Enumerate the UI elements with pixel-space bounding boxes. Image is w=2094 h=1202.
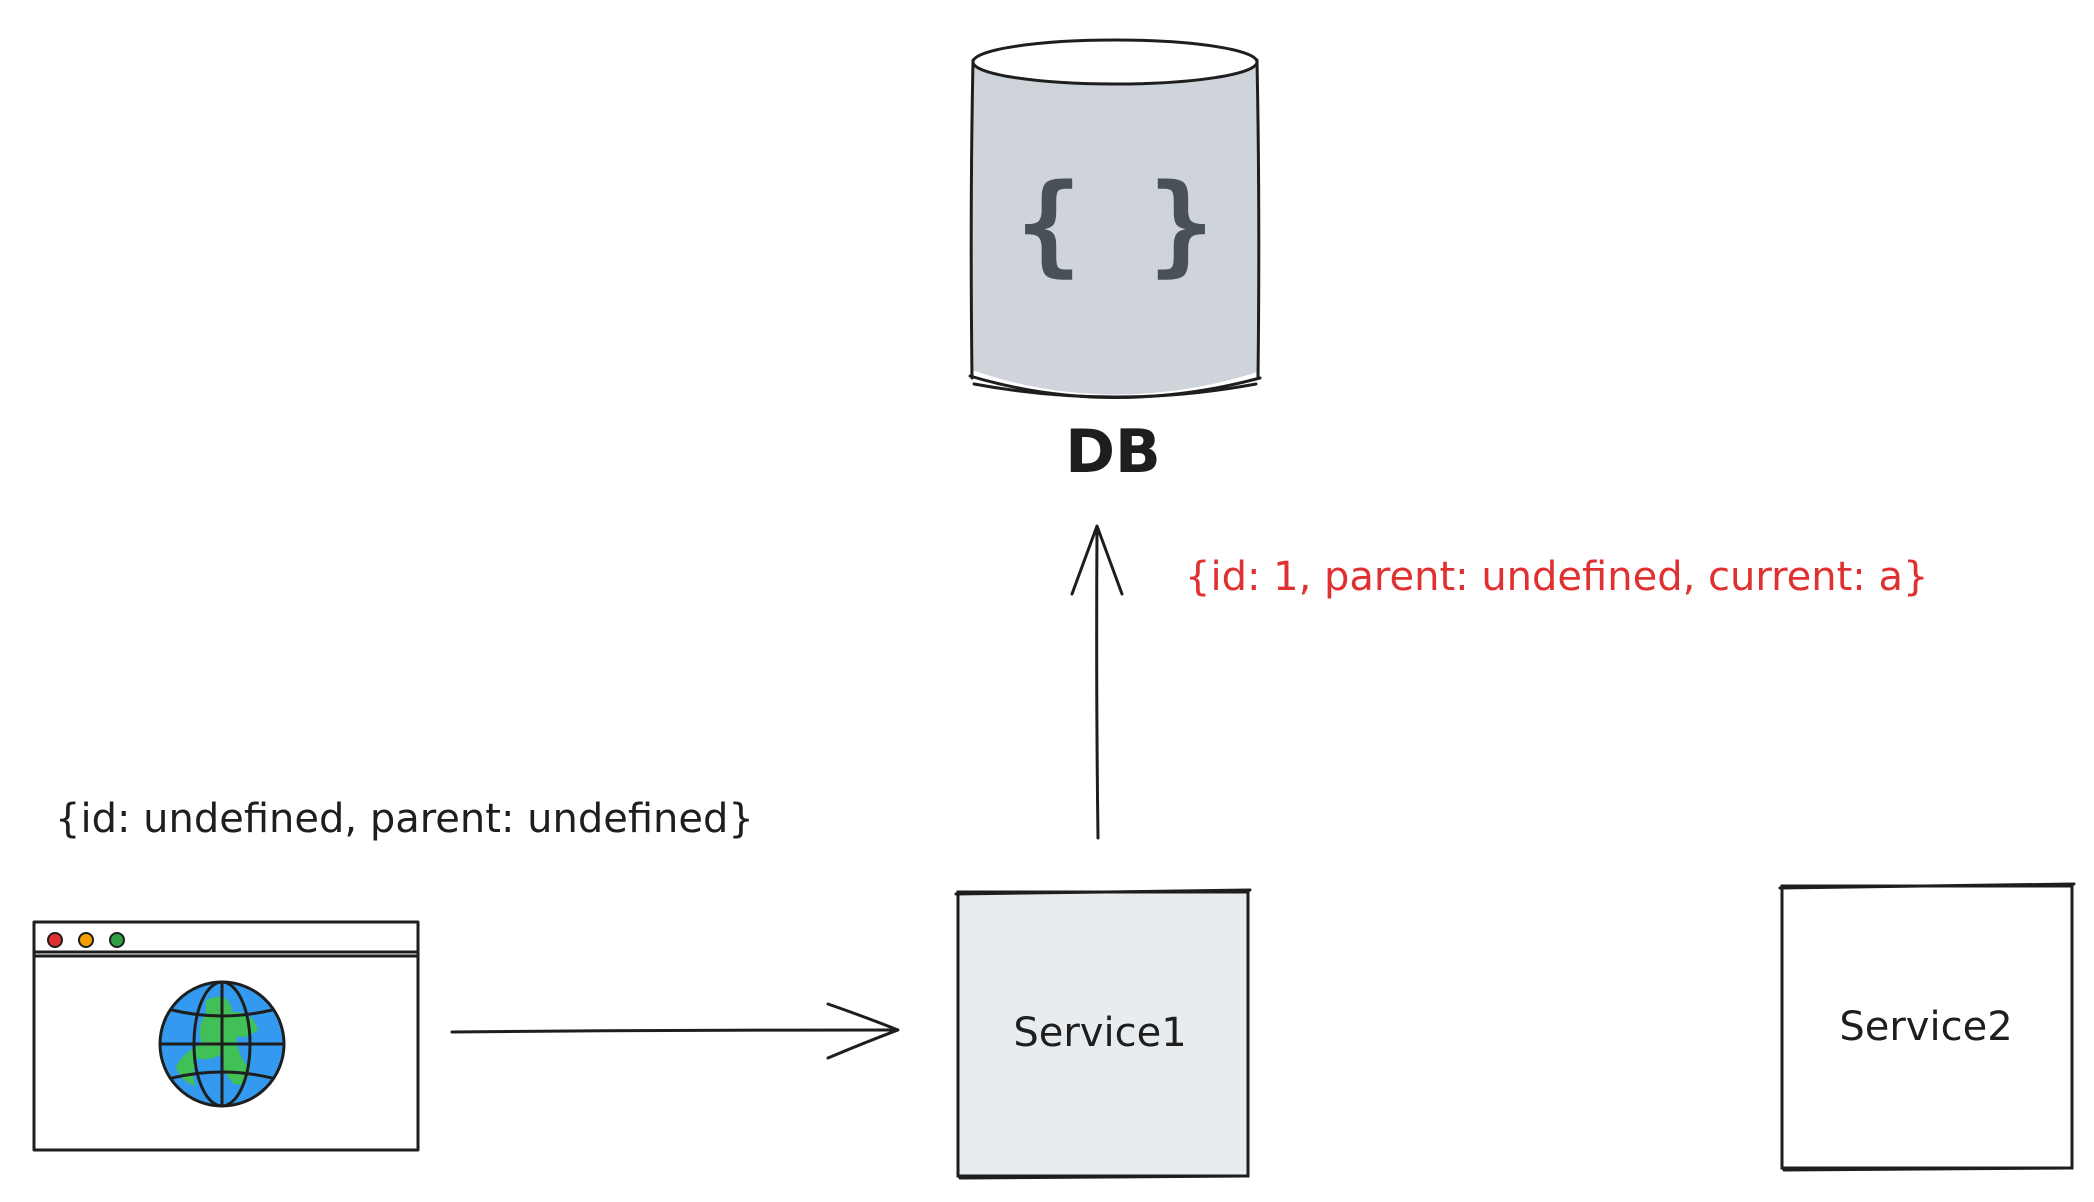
globe-icon xyxy=(158,980,286,1108)
window-close-dot[interactable] xyxy=(47,932,63,948)
browser-frame xyxy=(32,920,420,1152)
db-node[interactable]: { } xyxy=(968,38,1262,399)
service1-box xyxy=(956,890,1250,1178)
arrow-service1-to-db xyxy=(1070,524,1124,840)
service2-box-echo xyxy=(1778,882,2076,1172)
window-minimize-dot[interactable] xyxy=(78,932,94,948)
globe-land xyxy=(176,996,258,1086)
db-cylinder-bottom-echo xyxy=(972,382,1258,399)
db-cylinder-body xyxy=(972,62,1258,395)
service2-node[interactable]: Service2 xyxy=(1778,882,2076,1172)
db-cylinder-right-side xyxy=(1255,58,1261,380)
json-braces-icon: { } xyxy=(1016,160,1215,288)
service2-box xyxy=(1780,884,2074,1170)
db-cylinder-top xyxy=(973,40,1257,84)
db-label: DB xyxy=(1065,417,1161,487)
arrow-client-to-service1 xyxy=(450,1002,900,1060)
request-payload-note: {id: undefined, parent: undefined} xyxy=(55,796,754,842)
service1-node[interactable]: Service1 xyxy=(954,888,1252,1180)
db-cylinder-left-side xyxy=(969,58,975,380)
client-browser-window[interactable] xyxy=(32,920,420,1152)
service1-box-echo xyxy=(954,888,1252,1180)
service1-label: Service1 xyxy=(1013,1010,1186,1056)
window-maximize-dot[interactable] xyxy=(109,932,125,948)
db-payload-note: {id: 1, parent: undefined, current: a} xyxy=(1185,554,1928,600)
service2-label: Service2 xyxy=(1839,1004,2012,1050)
